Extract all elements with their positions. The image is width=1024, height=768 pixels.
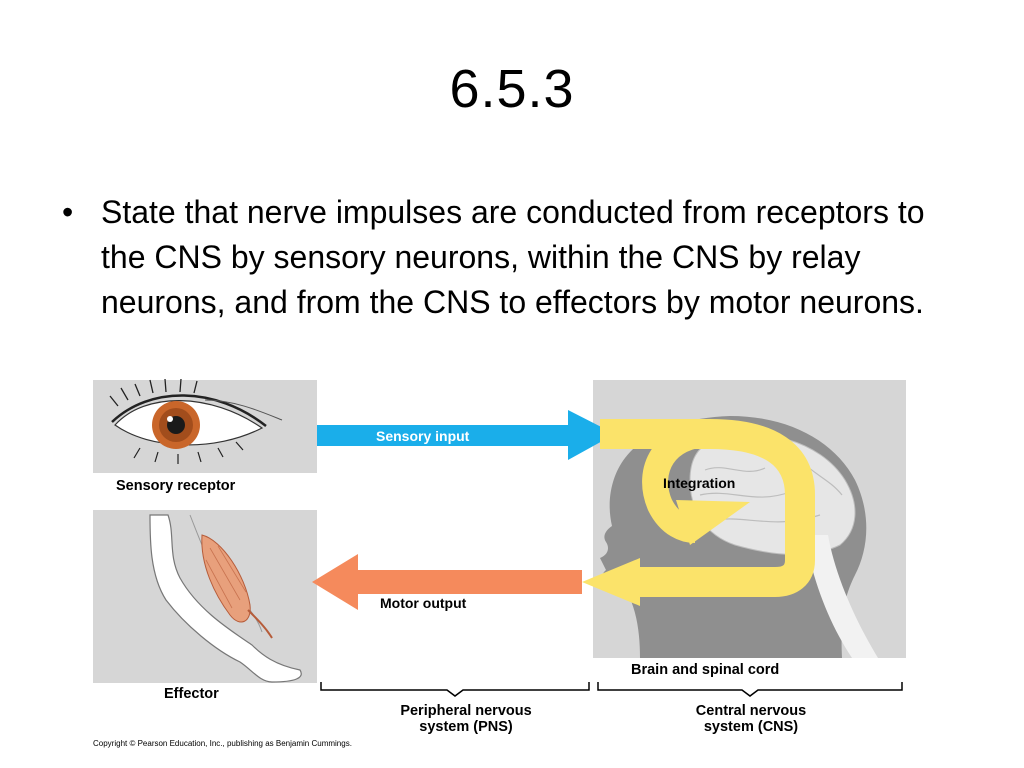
eye-illustration bbox=[109, 378, 283, 464]
effector-caption: Effector bbox=[164, 686, 219, 702]
leg-illustration bbox=[149, 514, 302, 683]
pns-caption-line1: Peripheral nervous bbox=[400, 703, 532, 719]
sensory-receptor-caption: Sensory receptor bbox=[116, 478, 236, 494]
cns-brace bbox=[597, 682, 903, 697]
bullet-item: • State that nerve impulses are conducte… bbox=[60, 190, 965, 325]
motor-output-label: Motor output bbox=[380, 595, 467, 611]
integration-loop bbox=[582, 419, 815, 606]
bullet-text: State that nerve impulses are conducted … bbox=[101, 194, 925, 320]
figure-artwork bbox=[93, 378, 906, 697]
motor-output-arrow bbox=[312, 554, 582, 610]
pns-caption: Peripheral nervous system (PNS) bbox=[350, 703, 582, 736]
nervous-system-figure: Sensory input Integration Motor output S… bbox=[0, 370, 1024, 768]
copyright-notice: Copyright © Pearson Education, Inc., pub… bbox=[93, 739, 352, 748]
sensory-input-label: Sensory input bbox=[376, 428, 470, 444]
cns-caption-line1: Central nervous bbox=[695, 703, 807, 719]
bullet-list: • State that nerve impulses are conducte… bbox=[60, 190, 965, 325]
effector-panel bbox=[93, 510, 317, 683]
pns-brace bbox=[320, 682, 590, 697]
cns-caption-line2: system (CNS) bbox=[703, 718, 799, 735]
slide-title: 6.5.3 bbox=[449, 59, 575, 119]
sensory-receptor-panel bbox=[93, 378, 317, 473]
bullet-dot: • bbox=[62, 194, 74, 230]
brain-spinal-cord-caption: Brain and spinal cord bbox=[631, 662, 780, 678]
cns-caption: Central nervous system (CNS) bbox=[635, 703, 867, 736]
pns-caption-line2: system (PNS) bbox=[419, 718, 513, 735]
integration-label: Integration bbox=[663, 475, 736, 491]
sensory-input-arrow bbox=[317, 410, 615, 460]
